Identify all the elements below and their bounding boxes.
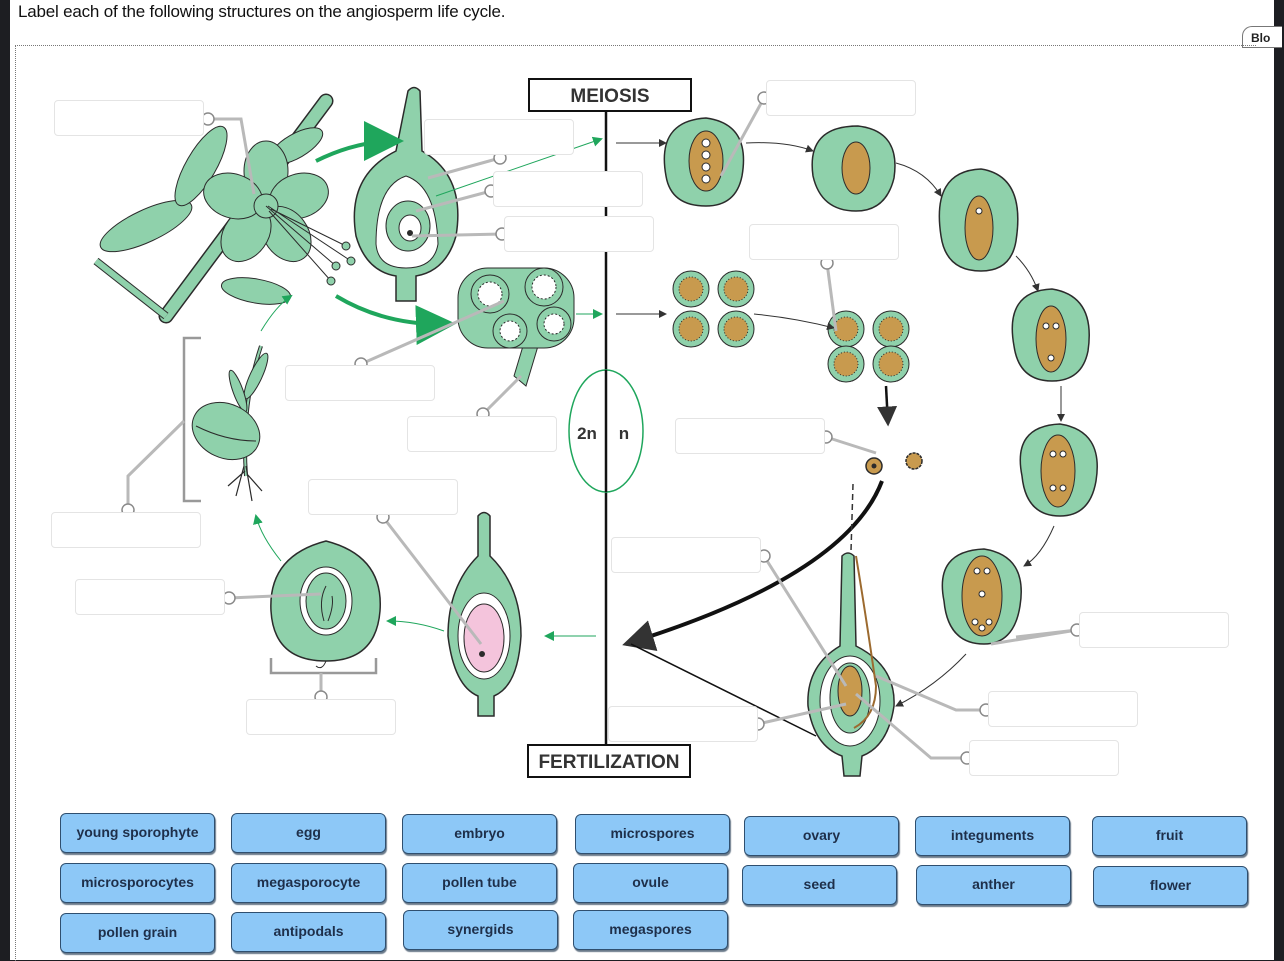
drop-target[interactable] — [749, 224, 899, 260]
label-chip-seed[interactable]: seed — [742, 865, 897, 905]
labeling-area: MEIOSIS FERTILIZATION 2n n — [15, 45, 1256, 961]
label-chip-pollen-grain[interactable]: pollen grain — [60, 913, 215, 953]
female-gametophyte-ovule — [941, 548, 1022, 645]
ovule-stage-2 — [1011, 288, 1090, 382]
drop-target[interactable] — [308, 479, 458, 515]
label-chip-ovary[interactable]: ovary — [744, 816, 899, 856]
meiosis-label: MEIOSIS — [570, 86, 649, 107]
megaspore-ovule — [811, 125, 896, 212]
label-chip-integuments[interactable]: integuments — [915, 816, 1070, 856]
drop-target[interactable] — [54, 100, 204, 136]
ovule-stage-3 — [1019, 423, 1098, 517]
drop-target[interactable] — [1079, 612, 1229, 648]
label-chip-fruit[interactable]: fruit — [1092, 816, 1247, 856]
drop-target[interactable] — [51, 512, 201, 548]
label-chip-antipodals[interactable]: antipodals — [231, 912, 386, 952]
label-chip-megaspores[interactable]: megaspores — [573, 910, 728, 950]
label-chip-egg[interactable]: egg — [231, 813, 386, 853]
ovule-stage-1 — [938, 168, 1019, 272]
drop-target[interactable] — [766, 80, 916, 116]
microsporocyte-anther — [672, 270, 755, 348]
fruit-bracket — [269, 658, 378, 675]
leader-lines — [126, 97, 1078, 760]
diploid-label: 2n — [577, 424, 597, 443]
label-chip-embryo[interactable]: embryo — [402, 814, 557, 854]
fertilization-label: FERTILIZATION — [538, 752, 679, 773]
question-panel: Label each of the following structures o… — [10, 0, 1282, 961]
label-chip-ovule[interactable]: ovule — [573, 863, 728, 903]
drop-target[interactable] — [608, 706, 758, 742]
cycle-arrows — [253, 121, 1065, 737]
drop-target[interactable] — [285, 365, 435, 401]
label-chip-young-sporophyte[interactable]: young sporophyte — [60, 813, 215, 853]
drop-target[interactable] — [424, 119, 574, 155]
drop-target[interactable] — [988, 691, 1138, 727]
drop-target[interactable] — [504, 216, 654, 252]
label-chip-microspores[interactable]: microspores — [575, 814, 730, 854]
label-chip-synergids[interactable]: synergids — [403, 910, 558, 950]
label-chip-flower[interactable]: flower — [1093, 866, 1248, 906]
seedling-bracket — [182, 336, 201, 503]
megasporocyte-ovule — [663, 117, 745, 207]
pistil-illustration — [353, 86, 459, 302]
question-prompt: Label each of the following structures o… — [18, 2, 506, 21]
pollinated-pistil-illustration — [807, 552, 895, 777]
drop-target[interactable] — [675, 418, 825, 454]
flower-illustration — [93, 93, 356, 324]
drop-target[interactable] — [407, 416, 557, 452]
fruit-illustration — [270, 540, 381, 669]
drop-target[interactable] — [493, 171, 643, 207]
pollen-grains — [865, 452, 923, 475]
microspore-anther — [827, 310, 910, 383]
seedling-illustration — [191, 345, 269, 502]
haploid-label: n — [619, 424, 629, 443]
anther-illustration — [457, 267, 575, 387]
drop-target[interactable] — [611, 537, 761, 573]
drop-target[interactable] — [969, 740, 1119, 776]
drop-target[interactable] — [75, 579, 225, 615]
meiosis-box — [528, 78, 692, 112]
toolbar-tab[interactable]: Blo — [1242, 26, 1282, 48]
label-chip-pollen-tube[interactable]: pollen tube — [402, 863, 557, 903]
life-cycle-diagram: MEIOSIS FERTILIZATION 2n n — [93, 78, 1098, 778]
label-chip-megasporocyte[interactable]: megasporocyte — [231, 863, 386, 903]
label-chip-microsporocytes[interactable]: microsporocytes — [60, 863, 215, 903]
fertilization-box — [527, 744, 691, 778]
label-chip-anther[interactable]: anther — [916, 865, 1071, 905]
fertilized-ovule-illustration — [447, 511, 522, 717]
drop-target[interactable] — [246, 699, 396, 735]
